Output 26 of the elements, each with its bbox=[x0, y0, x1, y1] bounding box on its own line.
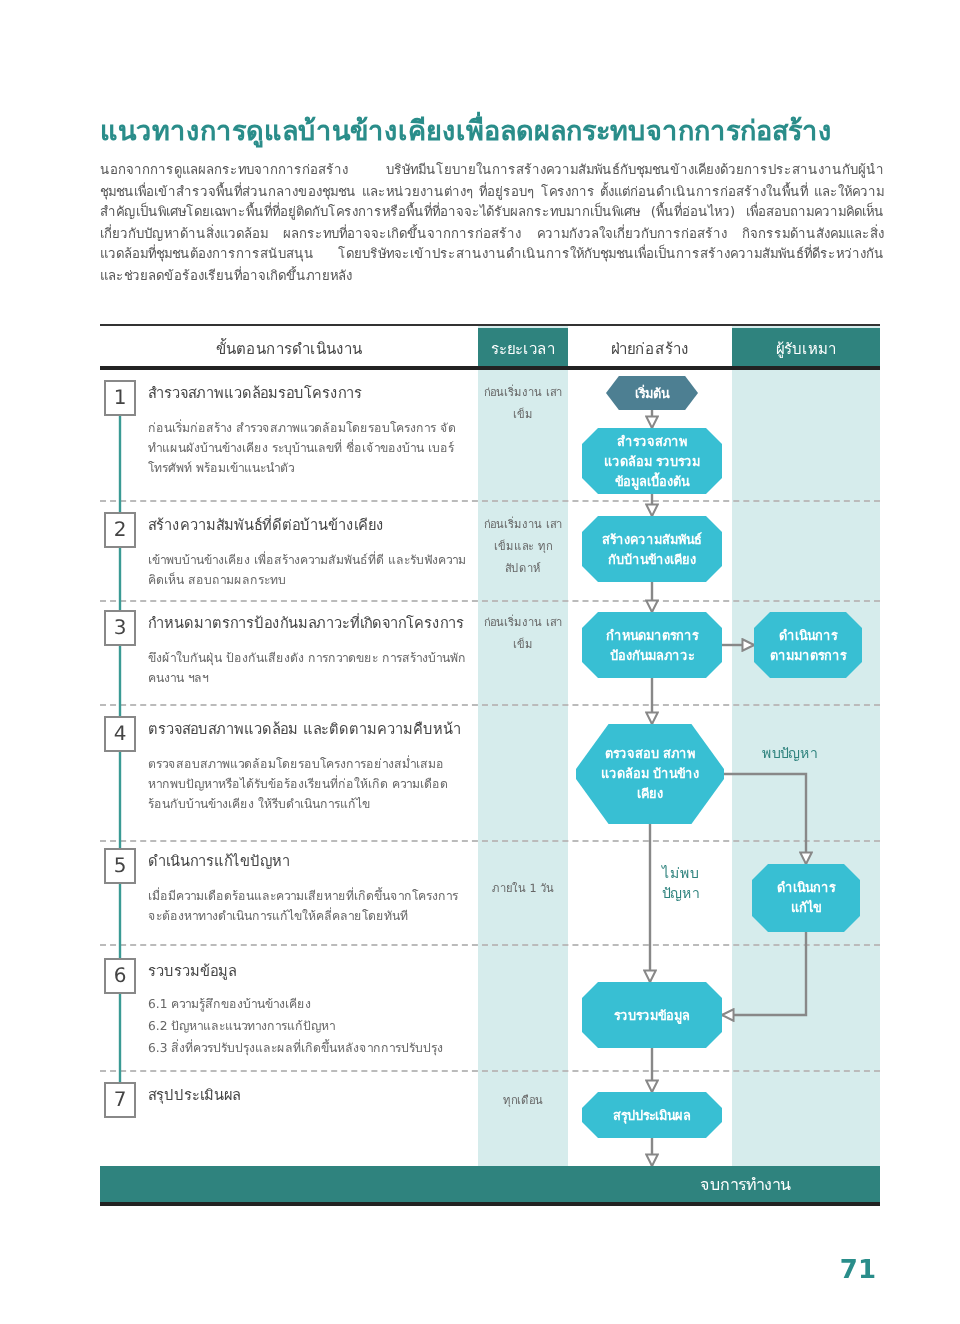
step-number-box: 4 bbox=[104, 716, 136, 752]
arrow bbox=[645, 1138, 659, 1167]
page-number: 71 bbox=[839, 1256, 876, 1286]
arrow bbox=[645, 494, 659, 517]
end-bar: จบการทำงาน bbox=[100, 1166, 880, 1206]
arrow bbox=[645, 582, 659, 613]
connector-line bbox=[118, 548, 122, 610]
connector-line bbox=[118, 416, 122, 512]
step-number-box: 7 bbox=[104, 1082, 136, 1118]
connector-line bbox=[118, 646, 122, 716]
step-number-box: 1 bbox=[104, 380, 136, 416]
arrow bbox=[643, 824, 657, 983]
connector-line bbox=[118, 752, 122, 848]
page-title: แนวทางการดูแลบ้านข้างเคียงเพื่อลดผลกระทบจากการก่อสร้าง bbox=[100, 108, 900, 152]
arrow bbox=[645, 678, 659, 725]
arrow bbox=[645, 410, 659, 429]
step-number-box: 5 bbox=[104, 848, 136, 884]
step-number-box: 3 bbox=[104, 610, 136, 646]
arrow bbox=[724, 772, 813, 865]
step-number-box: 6 bbox=[104, 958, 136, 994]
connector-line bbox=[118, 994, 122, 1082]
arrow bbox=[722, 638, 755, 652]
arrow bbox=[645, 1048, 659, 1093]
arrow bbox=[721, 932, 808, 1022]
step-number-box: 2 bbox=[104, 512, 136, 548]
connector-line bbox=[118, 884, 122, 958]
